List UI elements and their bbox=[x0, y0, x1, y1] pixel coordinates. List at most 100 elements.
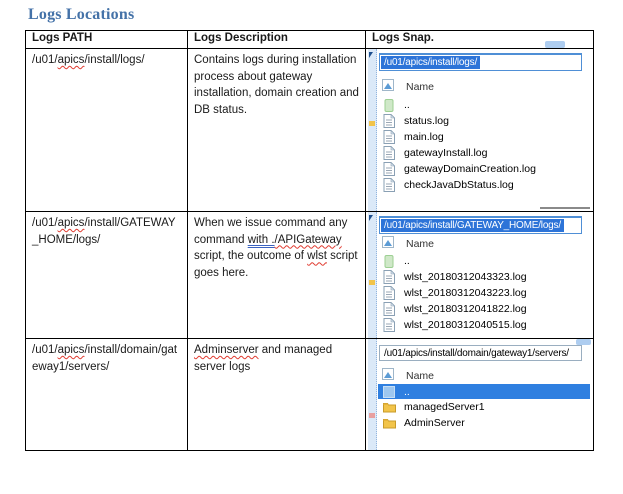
screenshot-fragment bbox=[545, 41, 565, 48]
snap-cell: /u01/apics/install/domain/gateway1/serve… bbox=[365, 338, 594, 451]
parent-folder-icon bbox=[382, 98, 396, 112]
address-text: /u01/apics/install/logs/ bbox=[381, 56, 481, 69]
file-list-item: wlst_20180312043323.log bbox=[382, 269, 590, 285]
log-file-icon bbox=[382, 178, 396, 192]
file-name: status.log bbox=[404, 115, 449, 127]
description-text: wlst bbox=[307, 250, 327, 263]
file-list-item: main.log bbox=[382, 129, 590, 145]
file-list-item: checkJavaDbStatus.log bbox=[382, 177, 590, 193]
path-cell: /u01/apics/install/GATEWAY_HOME/logs/ bbox=[25, 211, 188, 339]
file-browser-screenshot: /u01/apics/install/logs/ Name .. bbox=[366, 49, 593, 211]
screenshot-fragment bbox=[540, 207, 590, 209]
path-text-segment: /install/domain/gateway1/servers/ bbox=[32, 344, 178, 373]
log-file-icon bbox=[382, 302, 396, 316]
table-row: /u01/apics/install/domain/gateway1/serve… bbox=[25, 338, 594, 451]
file-name: wlst_20180312040515.log bbox=[404, 319, 527, 331]
logs-locations-table: Logs PATH Logs Description Logs Snap. /u… bbox=[25, 30, 594, 451]
file-list-item: wlst_20180312040515.log bbox=[382, 317, 590, 333]
path-text-segment: /u01/ bbox=[32, 344, 58, 356]
log-file-icon bbox=[382, 162, 396, 176]
file-list-item: wlst_20180312041822.log bbox=[382, 301, 590, 317]
description-text: When we issue command any command bbox=[194, 217, 348, 246]
file-type-icon bbox=[382, 368, 394, 383]
parent-folder-icon bbox=[382, 385, 396, 398]
file-list-item: .. bbox=[382, 253, 590, 269]
file-list-item: wlst_20180312043223.log bbox=[382, 285, 590, 301]
snap-cell: /u01/apics/install/logs/ Name .. bbox=[365, 48, 594, 212]
path-text-segment: apics bbox=[57, 54, 85, 66]
name-column-header: Name bbox=[382, 368, 434, 383]
table-header-row: Logs PATH Logs Description Logs Snap. bbox=[25, 30, 594, 49]
file-list-item-selected: .. bbox=[378, 384, 590, 399]
address-bar: /u01/apics/install/domain/gateway1/serve… bbox=[379, 345, 582, 361]
file-list: .. managedServer1 AdminServer bbox=[378, 384, 590, 431]
table-row: /u01/apics/install/GATEWAY_HOME/logs/ Wh… bbox=[25, 211, 594, 339]
file-name: AdminServer bbox=[404, 417, 465, 429]
file-list-item: managedServer1 bbox=[382, 399, 590, 415]
name-column-label: Name bbox=[406, 237, 435, 250]
file-list-item: status.log bbox=[382, 113, 590, 129]
file-list-item: gatewayDomainCreation.log bbox=[382, 161, 590, 177]
path-text-segment: /install/logs/ bbox=[84, 54, 145, 66]
file-list-item: .. bbox=[382, 97, 590, 113]
file-type-icon bbox=[382, 79, 394, 94]
file-browser-screenshot: /u01/apics/install/domain/gateway1/serve… bbox=[366, 339, 593, 450]
address-text: /u01/apics/install/domain/gateway1/serve… bbox=[384, 348, 569, 359]
log-file-icon bbox=[382, 270, 396, 284]
file-list-item: AdminServer bbox=[382, 415, 590, 431]
description-text: with . bbox=[247, 233, 275, 246]
description-text: Adminserver bbox=[194, 344, 259, 356]
path-text-segment: /install/GATEWAY_HOME/logs/ bbox=[32, 217, 176, 246]
cursor-icon bbox=[369, 52, 373, 58]
file-name: managedServer1 bbox=[404, 401, 485, 413]
file-list: .. wlst_20180312043323.log wlst_20180312… bbox=[382, 253, 590, 333]
parent-folder-icon bbox=[382, 254, 396, 268]
folder-icon bbox=[382, 417, 396, 429]
log-file-icon bbox=[382, 130, 396, 144]
icon-fragment bbox=[369, 413, 375, 418]
log-file-icon bbox=[382, 146, 396, 160]
description-text: script goes here. bbox=[194, 250, 358, 280]
path-text-segment: /u01/ bbox=[32, 217, 58, 229]
name-column-header: Name bbox=[382, 236, 434, 251]
window-edge-strip bbox=[368, 212, 377, 338]
folder-icon bbox=[382, 401, 396, 413]
cursor-icon bbox=[369, 215, 373, 221]
path-text-segment: apics bbox=[57, 217, 85, 229]
name-column-label: Name bbox=[406, 369, 435, 382]
file-name: checkJavaDbStatus.log bbox=[404, 179, 514, 191]
description-text: /APIGateway bbox=[274, 233, 342, 246]
description-cell: When we issue command any command with .… bbox=[187, 211, 366, 339]
file-name: .. bbox=[404, 385, 410, 398]
description-cell: Contains logs during installation proces… bbox=[187, 48, 366, 212]
folder-icon-fragment bbox=[369, 280, 375, 285]
window-edge-strip bbox=[368, 339, 377, 450]
screenshot-fragment bbox=[576, 339, 591, 345]
log-file-icon bbox=[382, 114, 396, 128]
description-text: Contains logs during installation proces… bbox=[194, 54, 359, 117]
page-title: Logs Locations bbox=[28, 6, 135, 23]
file-list-item: gatewayInstall.log bbox=[382, 145, 590, 161]
file-name: wlst_20180312041822.log bbox=[404, 303, 527, 315]
file-name: wlst_20180312043223.log bbox=[404, 287, 527, 299]
header-logs-description: Logs Description bbox=[187, 30, 366, 49]
path-text-segment: apics bbox=[57, 344, 85, 356]
window-edge-strip bbox=[368, 49, 377, 211]
address-bar: /u01/apics/install/GATEWAY_HOME/logs/ bbox=[379, 216, 582, 234]
log-file-icon bbox=[382, 318, 396, 332]
file-name: gatewayInstall.log bbox=[404, 147, 488, 159]
snap-cell: /u01/apics/install/GATEWAY_HOME/logs/ Na… bbox=[365, 211, 594, 339]
file-list: .. status.log main.log gatewayInsta bbox=[382, 97, 590, 193]
table-row: /u01/apics/install/logs/ Contains logs d… bbox=[25, 48, 594, 212]
file-name: wlst_20180312043323.log bbox=[404, 271, 527, 283]
log-file-icon bbox=[382, 286, 396, 300]
address-text: /u01/apics/install/GATEWAY_HOME/logs/ bbox=[381, 219, 564, 232]
file-name: main.log bbox=[404, 131, 444, 143]
path-cell: /u01/apics/install/domain/gateway1/serve… bbox=[25, 338, 188, 451]
folder-icon-fragment bbox=[369, 121, 375, 126]
description-text: and managed server logs bbox=[194, 344, 333, 373]
file-name: .. bbox=[404, 99, 410, 111]
header-logs-path: Logs PATH bbox=[25, 30, 188, 49]
file-type-icon bbox=[382, 236, 394, 251]
